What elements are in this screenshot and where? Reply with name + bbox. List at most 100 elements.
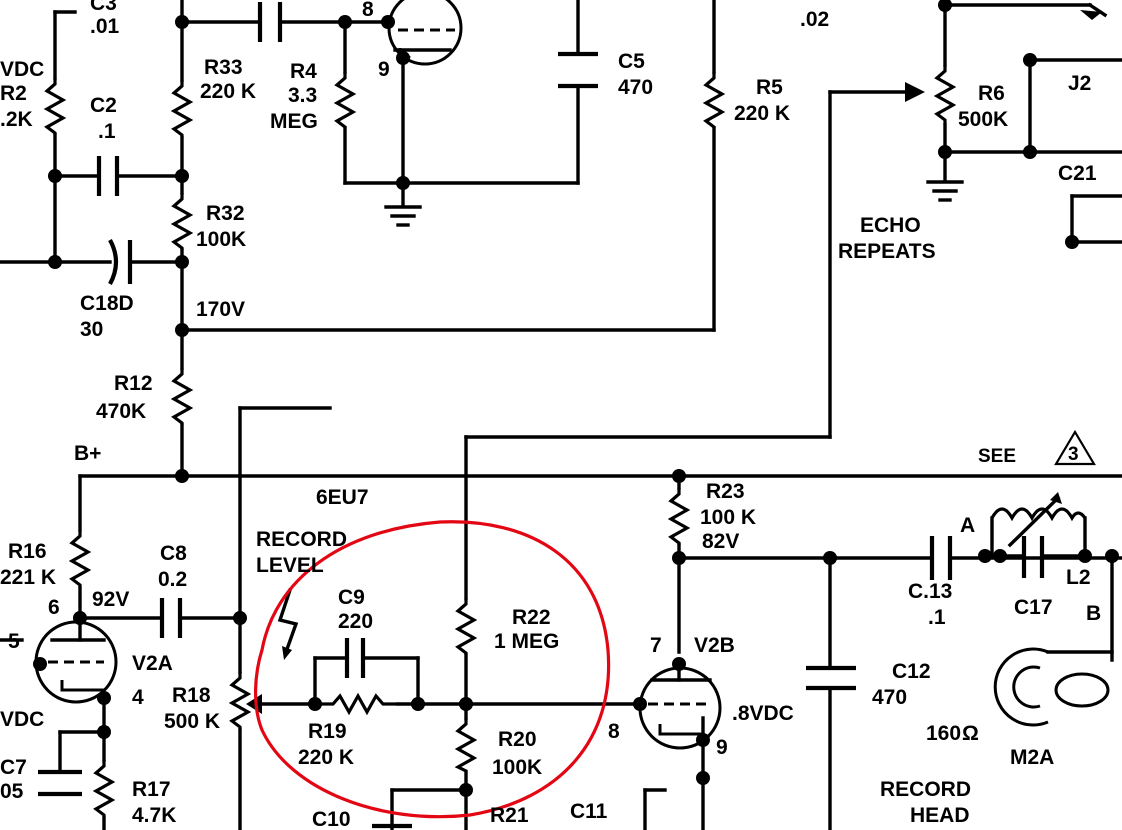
label-r2-value: .2K xyxy=(0,108,33,131)
label-r33-value: 220 K xyxy=(200,80,256,103)
label-pin6: 6 xyxy=(48,596,60,619)
label-r23: R23 xyxy=(706,480,745,503)
label-82v: 82V xyxy=(702,530,739,553)
resistor-r22 xyxy=(454,598,478,655)
capacitor-c12 xyxy=(806,665,856,691)
label-c7: C7 xyxy=(0,756,27,779)
label-c8-value: 0.2 xyxy=(158,568,187,591)
label-level: LEVEL xyxy=(256,554,324,577)
capacitor-top-coupling xyxy=(257,2,283,42)
label-c13-value: .1 xyxy=(928,606,946,629)
label-c7-value: 05 xyxy=(0,780,24,803)
label-see: SEE xyxy=(978,446,1016,467)
label-r17-value: 4.7K xyxy=(132,804,176,827)
ground-symbol xyxy=(926,180,964,202)
label-r21: R21 xyxy=(490,804,529,827)
label-r6: R6 xyxy=(978,82,1005,105)
label-r5: R5 xyxy=(756,76,783,99)
label-r22: R22 xyxy=(512,606,551,629)
tube-v2a xyxy=(34,618,118,704)
resistor-r17 xyxy=(92,760,116,818)
label-c9: C9 xyxy=(338,586,365,609)
label-c21: C21 xyxy=(1058,162,1097,185)
label-c3: C3 xyxy=(90,0,117,15)
label-pin-a: A xyxy=(960,514,975,537)
label-r18-value: 500 K xyxy=(164,710,220,733)
label-r23-value: 100 K xyxy=(700,506,756,529)
label-r19: R19 xyxy=(308,720,347,743)
label-r18: R18 xyxy=(172,684,211,707)
label-c2-value: .1 xyxy=(98,120,116,143)
label-pin8: 8 xyxy=(608,720,620,743)
label-c2: C2 xyxy=(90,94,117,117)
label-r2: R2 xyxy=(0,82,27,105)
label-vdc-bottom: VDC xyxy=(0,708,44,731)
label-head: HEAD xyxy=(910,804,970,827)
label-r6-value: 500K xyxy=(958,108,1008,131)
ohm-symbol: Ω xyxy=(962,722,979,745)
label-repeats: REPEATS xyxy=(838,240,936,263)
resistor-r2 xyxy=(43,78,67,135)
label-r19-value: 220 K xyxy=(298,746,354,769)
resistor-r5 xyxy=(702,72,726,129)
resistor-r16 xyxy=(68,530,92,588)
resistor-r18 xyxy=(228,672,252,730)
label-r4-unit: MEG xyxy=(270,110,318,133)
label-c12-value: 470 xyxy=(872,686,907,709)
label-8vdc: .8VDC xyxy=(732,702,794,725)
label-record-head: RECORD xyxy=(880,778,971,801)
label-c17: C17 xyxy=(1014,596,1053,619)
label-pin7: 7 xyxy=(650,634,662,657)
label-pin8-top: 8 xyxy=(362,0,374,21)
label-6eu7: 6EU7 xyxy=(316,486,369,509)
resistor-r23 xyxy=(667,488,691,545)
label-v2a: V2A xyxy=(132,652,173,675)
label-r33: R33 xyxy=(204,56,243,79)
label-pin-b: B xyxy=(1086,602,1101,625)
capacitor-c9 xyxy=(344,638,366,678)
capacitors xyxy=(38,2,1045,829)
label-c18d: C18D xyxy=(80,292,134,315)
label-m2a: M2A xyxy=(1010,746,1054,769)
label-v2b: V2B xyxy=(694,634,735,657)
label-j2: J2 xyxy=(1068,72,1091,95)
label-c11: C11 xyxy=(570,800,608,823)
tube-v2b xyxy=(638,658,722,750)
label-c12: C12 xyxy=(892,660,931,683)
label-c3-value: .01 xyxy=(90,15,120,38)
capacitor-c7 xyxy=(38,769,82,797)
label-r5-value: 220 K xyxy=(734,102,790,125)
label-r22-value: 1 MEG xyxy=(494,630,559,653)
resistor-r19 xyxy=(315,692,398,716)
junctions xyxy=(33,0,1119,797)
resistor-r32 xyxy=(170,193,194,250)
resistor-r6 xyxy=(933,65,957,125)
label-c18d-value: 30 xyxy=(80,318,103,341)
label-r32: R32 xyxy=(206,202,245,225)
label-r12-value: 470K xyxy=(96,400,146,423)
ground-symbol xyxy=(384,205,422,227)
label-r4-value: 3.3 xyxy=(288,84,317,107)
label-c13: C.13 xyxy=(908,580,952,603)
label-pin5: 5 xyxy=(8,630,20,653)
label-vdc: VDC xyxy=(0,58,44,81)
label-r4: R4 xyxy=(290,60,317,83)
label-bplus: B+ xyxy=(74,442,101,465)
resistor-r33 xyxy=(170,80,194,138)
label-r16-value: 221 K xyxy=(0,566,56,589)
label-r20-value: 100K xyxy=(492,756,542,779)
label-c9-value: 220 xyxy=(338,610,373,633)
inductor-l2 xyxy=(990,492,1087,548)
label-c5-value: 470 xyxy=(618,76,653,99)
label-r17: R17 xyxy=(132,778,171,801)
label-r16: R16 xyxy=(8,540,47,563)
resistor-r4 xyxy=(333,72,357,129)
label-pin4: 4 xyxy=(132,686,144,709)
label-02: .02 xyxy=(800,8,829,31)
label-c8: C8 xyxy=(160,542,187,565)
label-echo: ECHO xyxy=(860,214,921,237)
note-triangle xyxy=(1054,429,1096,466)
